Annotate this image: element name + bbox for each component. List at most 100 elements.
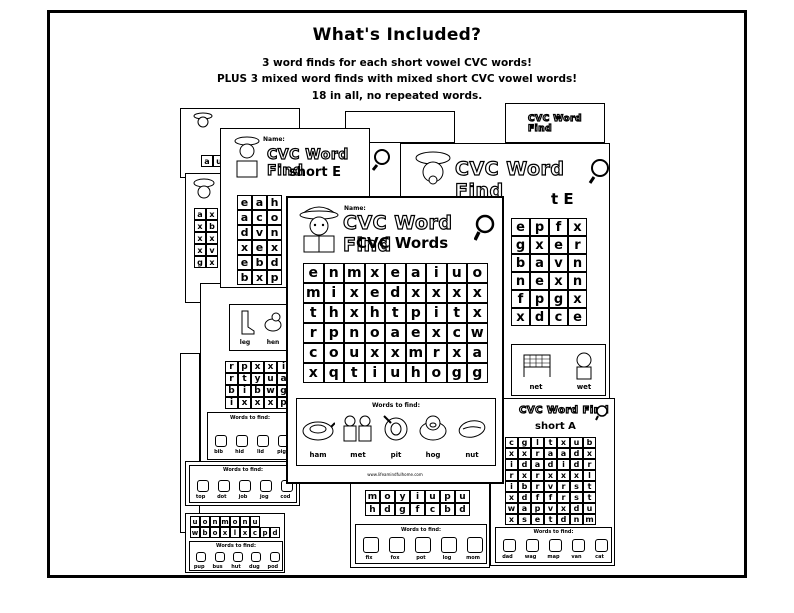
grid-cell: h — [365, 503, 380, 516]
word-label: jog — [259, 494, 269, 500]
word-label: net — [529, 383, 543, 391]
grid-cell: w — [264, 385, 277, 397]
grid-cell: c — [250, 527, 260, 538]
word-label: top — [195, 494, 206, 500]
grid-cell: b — [583, 437, 596, 448]
word-label: lid — [256, 449, 264, 455]
grid-cell: g — [395, 503, 410, 516]
grid-cell: m — [344, 263, 365, 283]
grid-cell: e — [549, 236, 568, 254]
word-label: pit — [390, 451, 402, 459]
grid-cell: b — [518, 481, 531, 492]
nut-icon — [457, 415, 487, 445]
grid-cell: i — [426, 303, 447, 323]
grid-cell: o — [267, 210, 282, 225]
grid-cell: d — [267, 255, 282, 270]
grid-cell: d — [380, 503, 395, 516]
leg-icon — [236, 309, 256, 339]
grid-cell: p — [530, 218, 549, 236]
word-label: pig — [277, 449, 286, 455]
grid-cell: p — [405, 303, 426, 323]
lid-icon — [256, 435, 269, 447]
grid-cell: m — [405, 343, 426, 363]
grid-cell: x — [518, 448, 531, 459]
pod-icon — [269, 552, 280, 562]
dad-icon — [503, 539, 516, 552]
grid-cell: u — [264, 373, 277, 385]
grid-cell: s — [570, 492, 583, 503]
grid-cell: p — [531, 503, 544, 514]
word-label: job — [238, 494, 248, 500]
grid-cell: b — [251, 385, 264, 397]
grid-cell: t — [344, 363, 365, 383]
word-label: hog — [425, 451, 441, 459]
grid-cell: i — [225, 397, 238, 409]
grid-cell: o — [200, 516, 210, 527]
grid-cell: g — [518, 437, 531, 448]
grid-cell: e — [364, 283, 385, 303]
grid-cell: x — [194, 232, 206, 244]
grid-cell: x — [206, 256, 218, 268]
grid-cell: f — [531, 492, 544, 503]
sheet-back-far-left — [180, 353, 200, 533]
word-label: cod — [280, 494, 291, 500]
grid-cell: i — [505, 459, 518, 470]
grid-cell: g — [446, 363, 467, 383]
grid-cell: e — [530, 272, 549, 290]
detective-icon — [233, 135, 261, 183]
description-line-2: PLUS 3 mixed word finds with mixed short… — [216, 73, 578, 85]
grid-cell: c — [446, 323, 467, 343]
grid-cell: i — [426, 263, 447, 283]
word-label: log — [442, 555, 452, 561]
grid-cell: x — [251, 397, 264, 409]
grid-cell: x — [344, 303, 365, 323]
picture-word: leg — [239, 339, 251, 346]
grid-cell: d — [557, 514, 570, 525]
detective-icon — [413, 150, 453, 194]
grid-cell: x — [505, 492, 518, 503]
grid-cell: x — [237, 240, 252, 255]
word-label: dug — [249, 564, 260, 570]
sheet-title: CVC Word Find — [342, 211, 453, 256]
magnifier-icon — [473, 214, 498, 246]
word-label: dad — [502, 554, 513, 560]
wet-boy-icon — [572, 351, 596, 385]
grid-cell: c — [252, 210, 267, 225]
grid-cell: f — [544, 492, 557, 503]
grid-cell: x — [549, 272, 568, 290]
name-label: Name: — [344, 205, 366, 212]
grid-cell: i — [557, 459, 570, 470]
grid-cell: a — [518, 503, 531, 514]
grid-cell: v — [549, 254, 568, 272]
grid-cell: f — [549, 218, 568, 236]
grid-cell: x — [264, 361, 277, 373]
picture-box: leg hen — [229, 304, 291, 351]
picture-word: hen — [266, 339, 280, 346]
van-icon — [572, 539, 585, 552]
grid-cell: s — [518, 514, 531, 525]
grid-cell: e — [385, 263, 406, 283]
pit-icon — [381, 413, 411, 447]
bib-icon — [214, 435, 227, 447]
grid-cell: e — [252, 240, 267, 255]
dot-icon — [217, 480, 230, 492]
grid-cell: r — [225, 361, 238, 373]
grid-cell: x — [426, 323, 447, 343]
grid-cell: r — [531, 470, 544, 481]
grid-cell: g — [549, 290, 568, 308]
grid-cell: x — [446, 283, 467, 303]
fix-icon — [363, 537, 379, 553]
grid-cell: x — [240, 527, 250, 538]
grid-cell: i — [238, 385, 251, 397]
grid-cell: x — [446, 343, 467, 363]
grid-cell: c — [425, 503, 440, 516]
word-label: met — [350, 451, 366, 459]
